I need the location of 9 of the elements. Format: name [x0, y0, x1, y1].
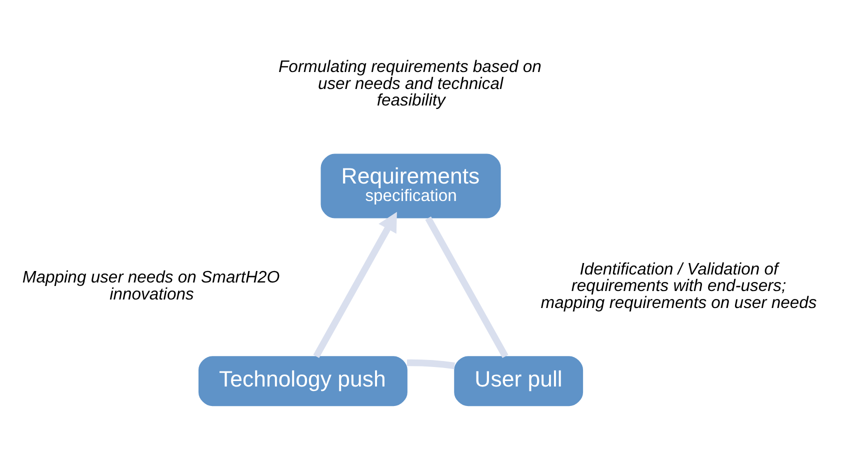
arrow — [313, 211, 397, 358]
node-box: User pull — [454, 356, 584, 406]
connector — [425, 216, 508, 358]
node-box: Technology push — [198, 356, 408, 406]
connector — [406, 358, 455, 369]
node-label: Identification / Validation of requirements with end-users; mapping requirements on user needs — [540, 258, 817, 312]
node-box: Requirements specification — [320, 153, 501, 218]
node-label: Formulating requirements based on user needs and technical feasibility — [278, 56, 542, 109]
node-label: Mapping user needs on SmartH2O innovations — [22, 267, 280, 303]
